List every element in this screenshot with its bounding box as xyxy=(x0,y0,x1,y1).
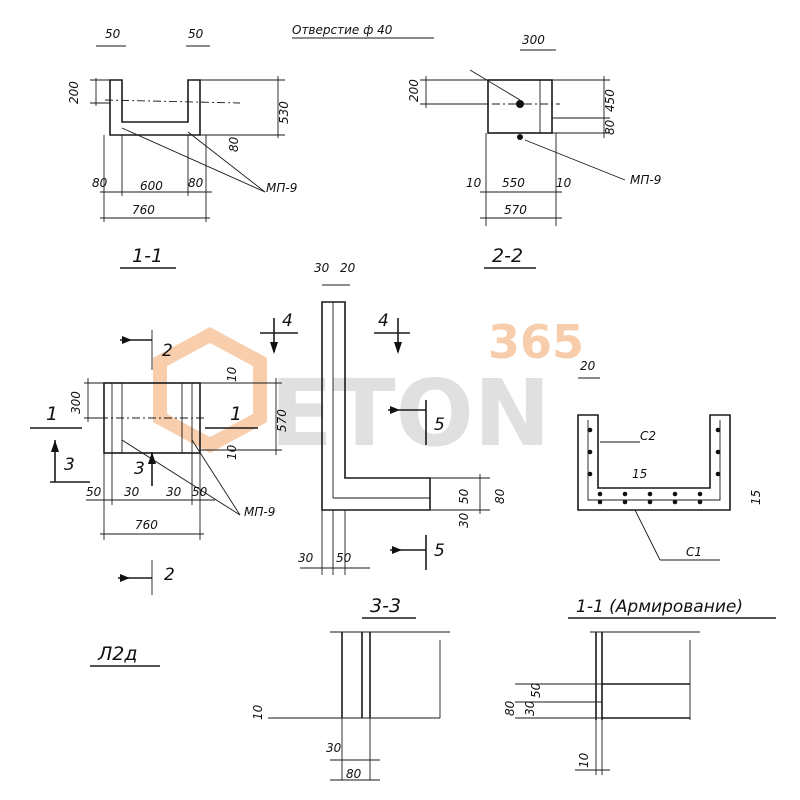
dim-30-plan-r: 30 xyxy=(166,485,182,499)
dim-760-plan: 760 xyxy=(135,518,158,532)
section-2-2: Отверстие ф 40 300 200 450 80 10 550 10 … xyxy=(292,23,661,269)
dim-50-plan-r: 50 xyxy=(192,485,208,499)
section-title-1-1-reinf: 1-1 (Армирование) xyxy=(576,597,743,617)
dim-50-right: 50 xyxy=(188,27,204,41)
watermark-hexagon-icon xyxy=(153,327,267,453)
dim-30-reinf: 30 xyxy=(523,700,537,716)
marker-2-bottom: 2 xyxy=(164,565,175,585)
marker-4-left: 4 xyxy=(282,311,293,331)
dim-550: 550 xyxy=(502,176,525,190)
dim-80-br: 80 xyxy=(188,176,204,190)
dim-530: 530 xyxy=(277,101,291,124)
dim-20-top: 20 xyxy=(340,261,356,275)
section-title-1-1: 1-1 xyxy=(132,245,163,267)
marker-1-right: 1 xyxy=(230,403,242,425)
dim-80-elev: 80 xyxy=(493,488,507,504)
dim-10-plan-t: 10 xyxy=(225,366,239,382)
dim-450: 450 xyxy=(603,89,617,112)
marker-3-right: 3 xyxy=(134,459,145,479)
dim-30-plan-l: 30 xyxy=(124,485,140,499)
dim-80-reinf: 80 xyxy=(503,700,517,716)
note-mp9-plan: МП-9 xyxy=(244,505,275,519)
dim-760: 760 xyxy=(132,203,155,217)
dim-600: 600 xyxy=(140,179,163,193)
marker-1-left: 1 xyxy=(46,403,58,425)
marker-5-bottom: 5 xyxy=(434,541,445,561)
dim-10-reinf: 10 xyxy=(577,752,591,768)
dim-10-r: 10 xyxy=(556,176,572,190)
dim-570-plan: 570 xyxy=(275,409,289,432)
reinforcement-section: 20 С2 15 15 С1 xyxy=(577,359,763,561)
dim-30-33: 30 xyxy=(326,741,342,755)
dim-10-plan-b: 10 xyxy=(225,444,239,460)
marker-5-top: 5 xyxy=(434,415,445,435)
dim-570: 570 xyxy=(504,203,527,217)
section-3-3: 3-3 10 30 80 xyxy=(251,595,450,781)
dim-50-elev: 50 xyxy=(457,488,471,504)
dim-200-b: 200 xyxy=(407,79,421,102)
dim-50-reinf: 50 xyxy=(529,682,543,698)
dim-20-reinf: 20 xyxy=(580,359,596,373)
hole-circle xyxy=(516,100,524,108)
dim-80-bl: 80 xyxy=(92,176,108,190)
label-c2: С2 xyxy=(640,429,656,443)
dim-50-left: 50 xyxy=(105,27,121,41)
section-title-3-3: 3-3 xyxy=(370,595,401,617)
elevation-view: 30 20 4 4 5 5 50 80 30 30 50 xyxy=(260,261,507,575)
note-mp9: МП-9 xyxy=(266,181,297,195)
dim-10-33: 10 xyxy=(251,704,265,720)
mark-label: Л2д xyxy=(97,643,138,665)
dim-15-reinf: 15 xyxy=(632,467,647,481)
note-mp9-b: МП-9 xyxy=(630,173,661,187)
watermark-number: 365 xyxy=(488,315,584,369)
marker-3-left: 3 xyxy=(64,455,75,475)
watermark-word: ETON xyxy=(270,360,551,467)
block-outline xyxy=(487,79,553,134)
watermark: 365 ETON xyxy=(153,315,584,467)
dim-30-bottom: 30 xyxy=(298,551,314,565)
dim-15-side: 15 xyxy=(749,490,763,505)
dim-300: 300 xyxy=(522,33,545,47)
section-title-2-2: 2-2 xyxy=(492,245,523,267)
marker-4-right: 4 xyxy=(378,311,389,331)
dim-80-side: 80 xyxy=(227,136,241,152)
dim-50-plan-l: 50 xyxy=(86,485,102,499)
dim-50-bottom: 50 xyxy=(336,551,352,565)
note-hole: Отверстие ф 40 xyxy=(292,23,393,37)
section-1-1-reinforcement: 1-1 (Армирование) 80 30 50 10 xyxy=(503,597,776,775)
dim-80-33: 80 xyxy=(346,767,362,781)
dim-30-top: 30 xyxy=(314,261,330,275)
dim-10-l: 10 xyxy=(466,176,482,190)
section-1-1: 50 50 200 530 80 80 600 80 760 МП-9 1-1 xyxy=(67,27,297,269)
dim-80-b: 80 xyxy=(603,119,617,135)
dim-30-elev: 30 xyxy=(457,512,471,528)
dim-300-plan: 300 xyxy=(69,391,83,414)
dim-200: 200 xyxy=(67,81,81,104)
u-outline xyxy=(109,79,201,136)
marker-2-top: 2 xyxy=(162,341,173,361)
label-c1: С1 xyxy=(686,545,702,559)
plan-view: 2 2 1 1 3 3 570 10 10 300 50 30 xyxy=(30,330,289,667)
